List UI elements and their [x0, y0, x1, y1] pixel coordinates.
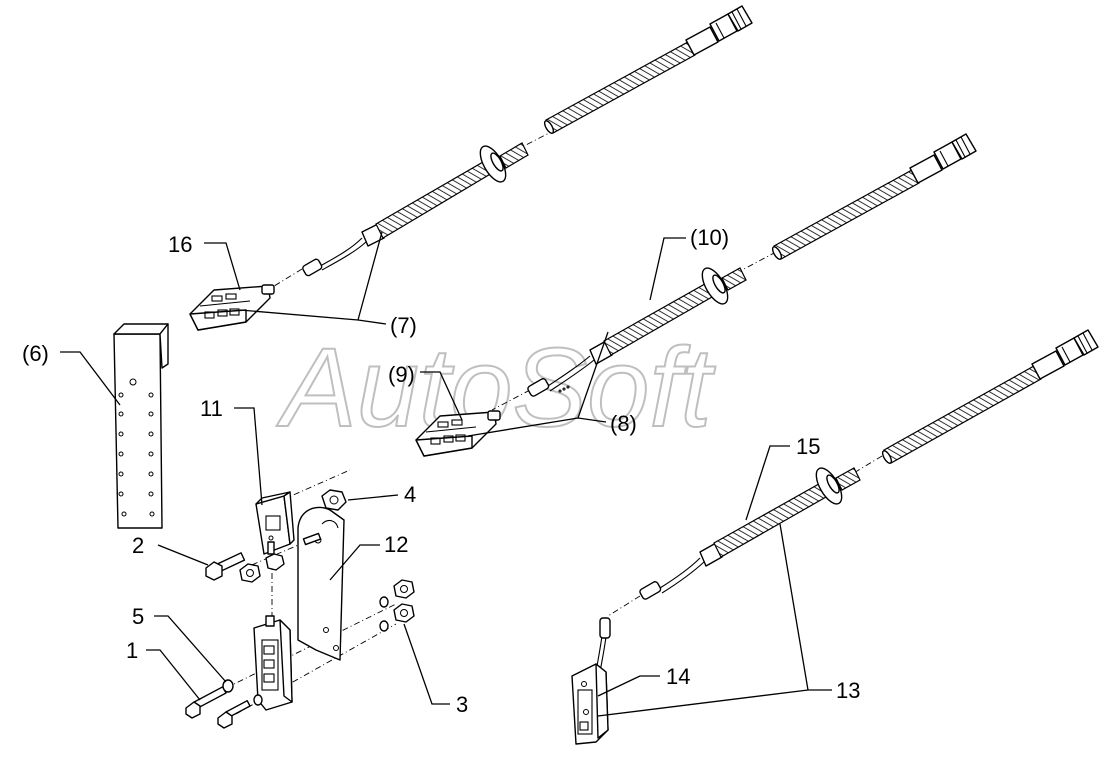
- label-4: 4: [404, 482, 416, 507]
- label-6: (6): [22, 341, 49, 366]
- label-5: 5: [132, 604, 144, 629]
- sensor-9: [415, 410, 501, 457]
- cable-assembly-13: [595, 329, 1099, 673]
- sensor-14: [571, 663, 609, 745]
- cable-assembly-8: [491, 133, 977, 411]
- label-10: (10): [690, 225, 729, 250]
- label-16: 16: [168, 232, 192, 257]
- sensor-16: [189, 284, 275, 331]
- label-11: 11: [200, 396, 223, 421]
- mount-assembly: [185, 469, 415, 729]
- cable-assembly-7: [265, 5, 753, 292]
- label-2: 2: [132, 533, 144, 558]
- watermark: AutoSoft: [276, 325, 716, 450]
- label-8: (8): [610, 411, 637, 436]
- bracket-6: [113, 323, 169, 529]
- label-12: 12: [384, 532, 408, 557]
- label-1: 1: [126, 638, 138, 663]
- label-13: 13: [836, 678, 860, 703]
- label-9: (9): [388, 362, 415, 387]
- label-15: 15: [796, 434, 820, 459]
- leader-lines: [60, 231, 832, 717]
- label-3: 3: [456, 692, 468, 717]
- label-14: 14: [666, 664, 690, 689]
- label-7: (7): [390, 313, 417, 338]
